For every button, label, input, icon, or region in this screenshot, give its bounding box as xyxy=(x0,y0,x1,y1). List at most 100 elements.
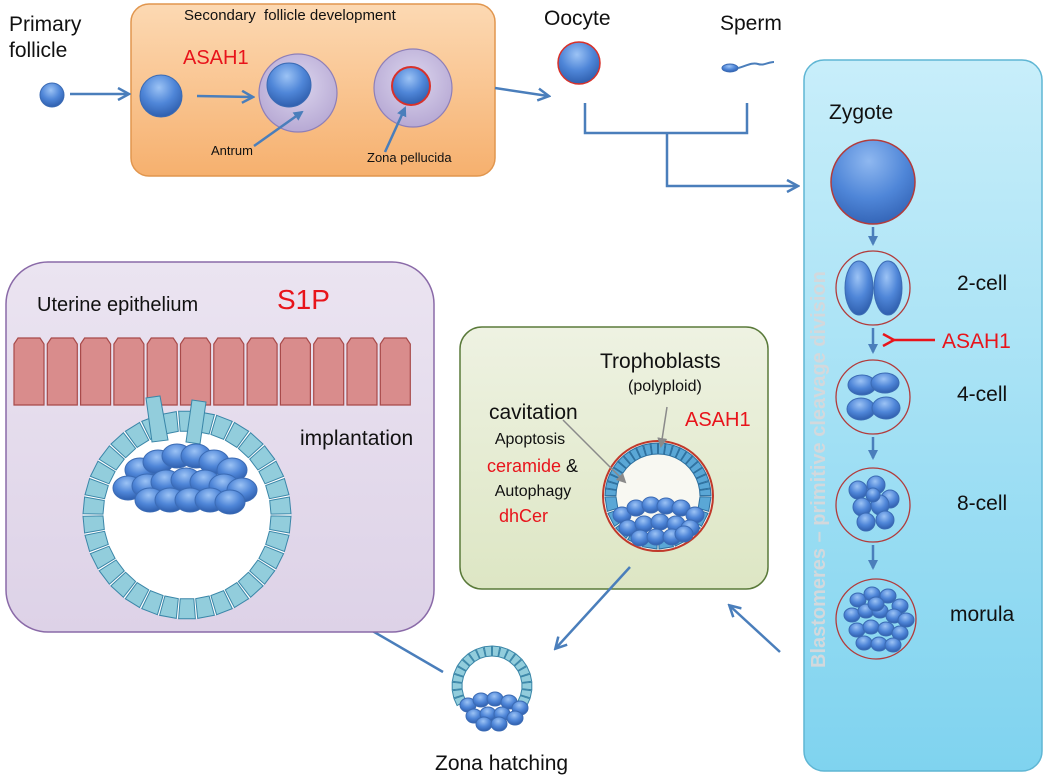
oocyte-cell xyxy=(557,41,601,85)
epithelial-cell xyxy=(46,337,78,406)
trophoblast-cell xyxy=(689,460,704,474)
trophoblast-cell xyxy=(237,571,264,599)
zona-hatching-label: Zona hatching xyxy=(435,752,569,775)
dhcer-label: dhCer xyxy=(499,506,549,526)
four-cell-zona xyxy=(835,359,911,435)
apoptosis-label: Apoptosis xyxy=(494,431,566,448)
two-cell-label: 2-cell xyxy=(957,272,1008,295)
blastomere xyxy=(891,625,909,641)
arrow-follicle-1 xyxy=(196,96,252,97)
trophoblast-cell xyxy=(675,447,688,462)
trophoblast-cell xyxy=(89,545,116,570)
cavitation-pointer xyxy=(562,419,627,484)
blastomere xyxy=(871,396,901,420)
trophoblast-cell xyxy=(124,581,150,609)
trophoblast-cell xyxy=(680,450,694,465)
blastomere xyxy=(475,716,493,732)
cleavage-panel xyxy=(803,59,1043,772)
trophoblast-cell xyxy=(628,447,641,462)
trophoblast-cell xyxy=(521,681,533,691)
blastomere xyxy=(862,619,880,635)
two-cell-blastomere xyxy=(844,260,874,316)
primary-follicle-cell xyxy=(39,82,65,108)
invading-trophoblast xyxy=(145,395,169,443)
implanting-blastocyst xyxy=(82,395,292,620)
trophoblast-cell xyxy=(110,431,137,459)
trophoblast-cell xyxy=(265,530,290,553)
blastomere xyxy=(879,588,897,604)
trophoblast-cell xyxy=(468,648,481,663)
blastomere xyxy=(646,528,666,546)
trophoblast-cell xyxy=(697,480,712,491)
ceramide-label: ceramide xyxy=(487,456,562,476)
trophoblast-cell xyxy=(258,545,285,570)
morula-blastomeres xyxy=(843,586,915,653)
fertilization-arrow xyxy=(665,133,797,186)
zona-pointer xyxy=(383,106,407,153)
trophoblast-cell xyxy=(178,598,196,620)
blastomere xyxy=(674,525,694,543)
trophoblast-pointer xyxy=(657,406,668,448)
trophoblast-cell xyxy=(249,445,276,471)
blastomere xyxy=(875,510,895,530)
blastomere xyxy=(650,513,670,531)
trophoblast-cell xyxy=(110,571,137,599)
two-cell-blastomere xyxy=(873,260,903,316)
asah1-cleavage-label: ASAH1 xyxy=(942,330,1011,353)
trophoblast-cell xyxy=(82,496,105,515)
trophoblast-cell xyxy=(237,431,264,459)
uterine-epithelium-cells xyxy=(13,337,411,406)
trophoblast-cell xyxy=(249,559,276,585)
zona-pellucida-label: Zona pellucida xyxy=(367,150,452,165)
blastomere xyxy=(634,515,654,533)
trophoblast-cell xyxy=(517,665,531,678)
trophoblast-cell xyxy=(195,595,216,619)
trophoblast-cell xyxy=(692,466,707,479)
epithelial-cell xyxy=(146,337,178,406)
trophoblast-cell xyxy=(509,653,523,667)
morula-label: morula xyxy=(950,603,1015,626)
two-cell-zona xyxy=(835,250,911,326)
trophoblasts-label: Trophoblasts xyxy=(600,350,721,373)
epithelial-cell xyxy=(213,337,245,406)
oocyte-label: Oocyte xyxy=(544,7,611,30)
autophagy-label: Autophagy xyxy=(494,483,572,500)
polyploid-label: (polyploid) xyxy=(628,378,702,395)
zygote-label: Zygote xyxy=(829,101,894,124)
trophoblast-cell xyxy=(685,455,699,469)
morula-zona xyxy=(835,578,917,660)
zona-follicle-oocyte xyxy=(391,66,431,106)
trophoblast-cell xyxy=(617,455,631,469)
trophoblast-cell xyxy=(89,460,116,485)
trophoblast-cell xyxy=(210,414,233,441)
trophoblast-cell xyxy=(635,444,647,459)
blastomere xyxy=(848,622,866,638)
follicle-oocyte-cell xyxy=(139,74,183,118)
arrow-blastocyst-to-hatching xyxy=(556,566,631,648)
arrow-follicle-to-oocyte xyxy=(494,86,548,96)
epithelial-cell xyxy=(313,337,345,406)
trophoblast-cell xyxy=(82,515,105,534)
s1p-label: S1P xyxy=(277,284,330,315)
trophoblast-cell xyxy=(269,515,292,534)
eight-cell-zona xyxy=(835,467,911,543)
trophoblast-cell xyxy=(513,658,528,672)
cavitation-label: cavitation xyxy=(489,401,578,424)
trophoblast-cell xyxy=(158,595,179,619)
trophoblast-cell xyxy=(650,442,659,455)
epithelial-cell xyxy=(379,337,411,406)
ampersand-label: & xyxy=(566,456,579,476)
asah1-follicle-label: ASAH1 xyxy=(183,47,249,69)
blastomere xyxy=(897,612,915,628)
antrum-label: Antrum xyxy=(211,143,253,158)
blastomere xyxy=(849,592,867,608)
blastomere xyxy=(506,710,524,726)
trophoblast-cell xyxy=(210,589,233,616)
trophoblast-cell xyxy=(84,477,109,500)
eight-cell-label: 8-cell xyxy=(957,492,1008,515)
blastomere xyxy=(630,529,650,547)
four-cell-label: 4-cell xyxy=(957,383,1008,406)
blastomere xyxy=(486,691,504,707)
blastomere xyxy=(848,480,868,500)
